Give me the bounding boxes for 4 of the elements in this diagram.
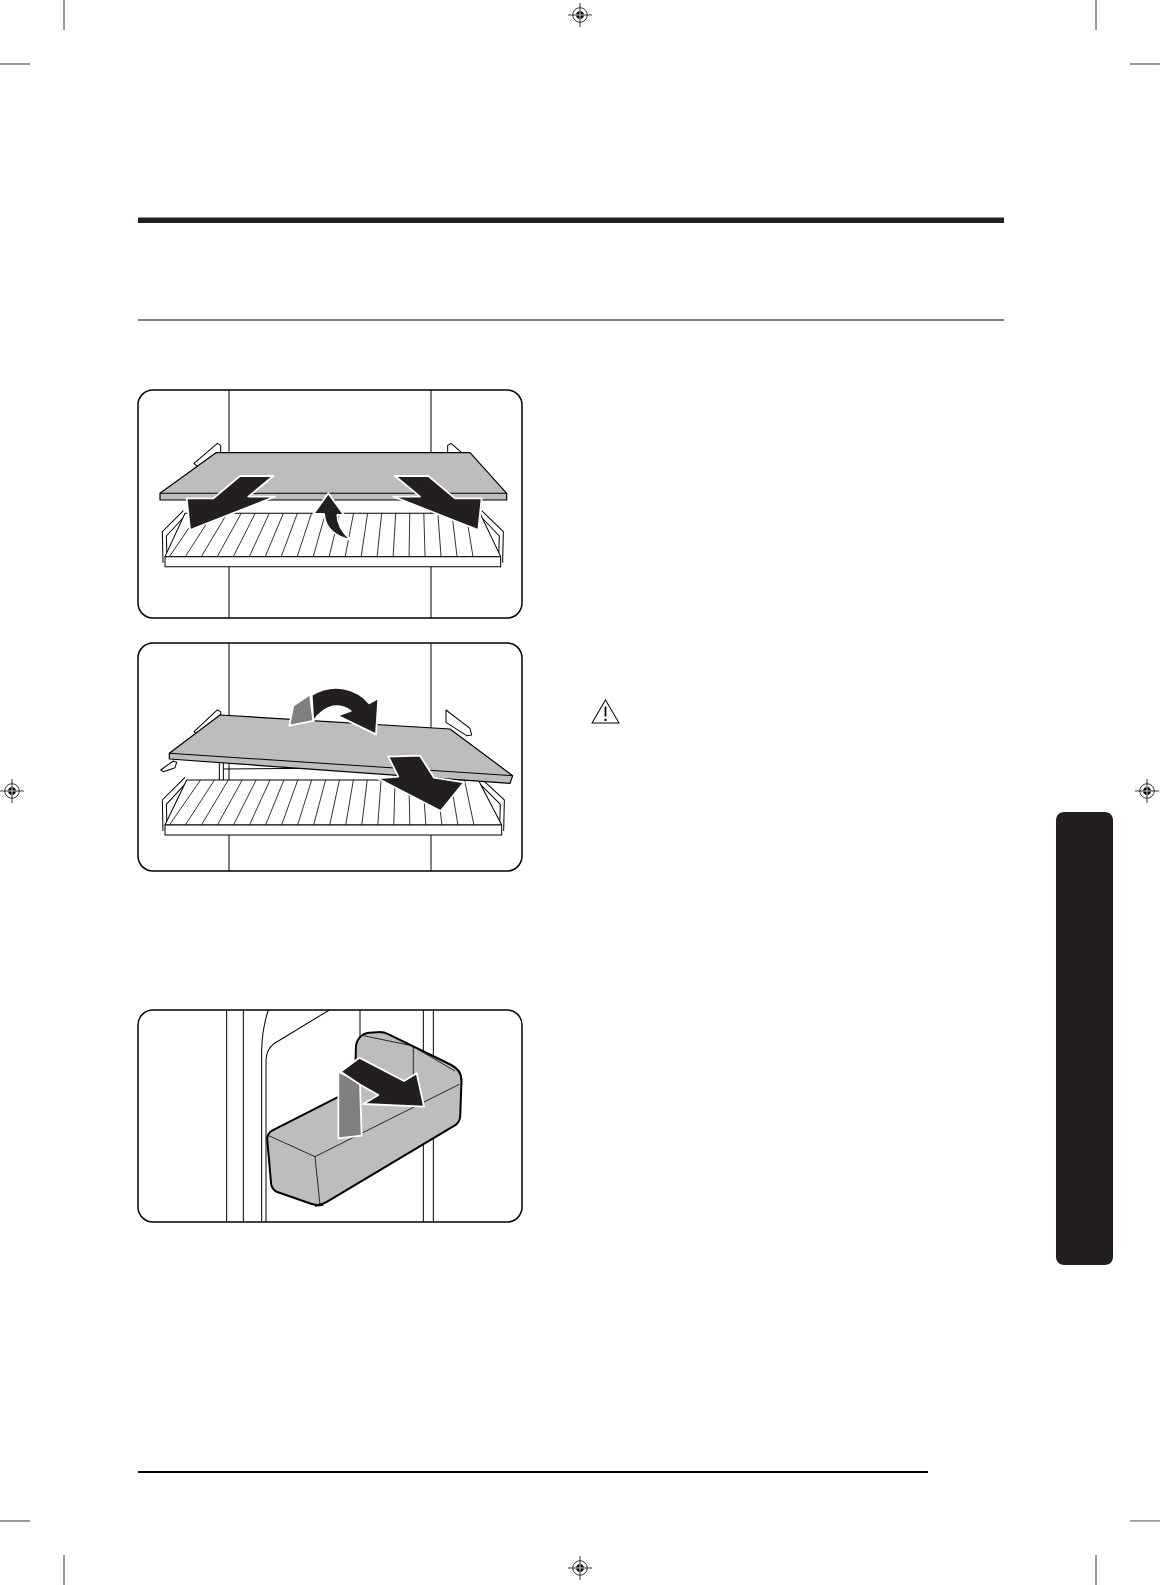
shelf-illustration (137, 642, 523, 872)
side-tab (1056, 812, 1113, 1265)
door-bin-illustration (137, 1009, 523, 1223)
shelf-illustration (137, 389, 523, 619)
